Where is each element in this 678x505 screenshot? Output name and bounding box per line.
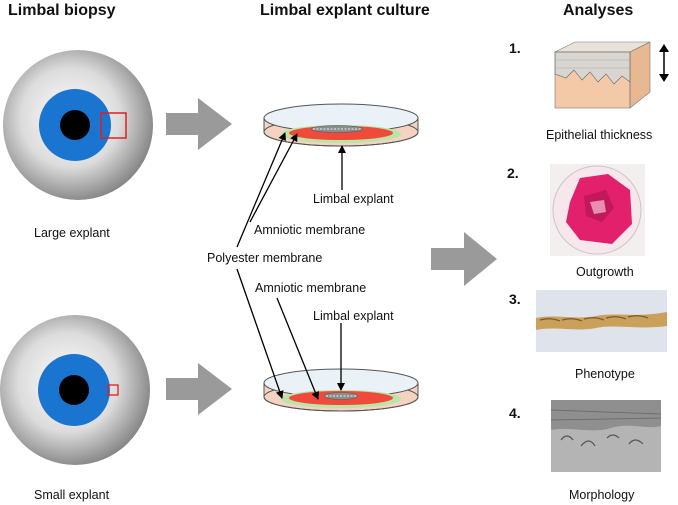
label-small-explant: Small explant [34, 488, 110, 502]
culture-dish-large [263, 103, 419, 147]
phenotype-image [536, 290, 667, 352]
header-limbal-biopsy: Limbal biopsy [8, 2, 116, 19]
header-analyses: Analyses [563, 2, 634, 19]
label-amniotic-membrane-top: Amniotic membrane [254, 223, 366, 237]
label-amniotic-membrane-bottom: Amniotic membrane [255, 281, 367, 295]
label-polyester-membrane: Polyester membrane [207, 251, 323, 265]
outgrowth-image [550, 164, 645, 256]
grey-arrow-middle [431, 232, 497, 286]
eye-large-explant [3, 50, 153, 200]
analysis-number-3: 3. [509, 291, 521, 307]
pupil [60, 110, 90, 140]
label-morphology: Morphology [569, 488, 635, 502]
label-large-explant: Large explant [34, 226, 110, 240]
biopsy-box-small [107, 384, 119, 396]
label-epithelial-thickness: Epithelial thickness [546, 128, 653, 142]
epithelial-thickness-image [550, 40, 655, 112]
analysis-number-1: 1. [509, 40, 521, 56]
limbal-explant-top [310, 125, 364, 133]
label-limbal-explant-top: Limbal explant [313, 192, 394, 206]
analysis-number-4: 4. [509, 405, 521, 421]
label-outgrowth: Outgrowth [576, 265, 634, 279]
analysis-number-2: 2. [507, 165, 519, 181]
morphology-image [551, 400, 661, 472]
label-limbal-explant-bottom: Limbal explant [313, 309, 394, 323]
grey-arrow-top [166, 98, 232, 150]
thickness-double-arrow [659, 44, 669, 82]
pupil [59, 375, 89, 405]
label-phenotype: Phenotype [575, 367, 635, 381]
pointer-lines [236, 132, 346, 400]
grey-arrow-bottom [166, 363, 232, 415]
eye-small-explant [0, 315, 150, 465]
biopsy-box-large [100, 112, 127, 139]
header-limbal-explant-culture: Limbal explant culture [260, 2, 430, 19]
